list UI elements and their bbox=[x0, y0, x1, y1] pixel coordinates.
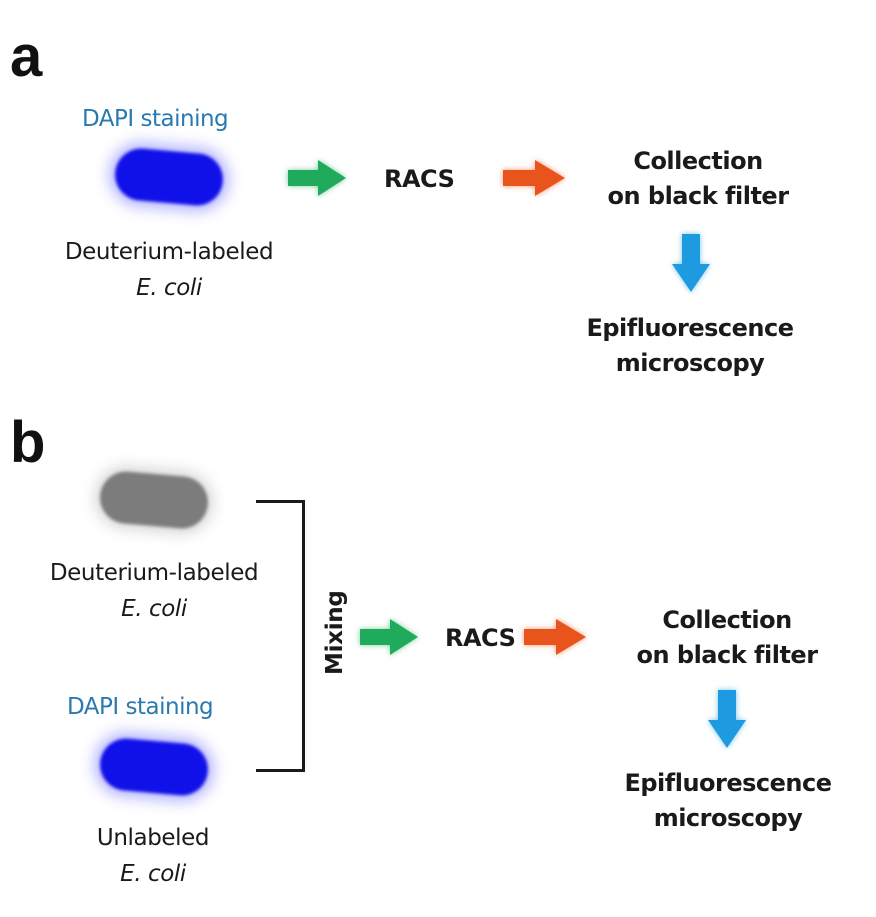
panel-a-blue-down-arrow-icon bbox=[672, 234, 710, 292]
panel-b-step-collection: Collection on black filter bbox=[627, 603, 827, 673]
panel-b-blue-down-arrow-icon bbox=[708, 690, 746, 748]
panel-a-step-racs: RACS bbox=[384, 165, 455, 193]
panel-a-cell-caption: Deuterium-labeled E. coli bbox=[40, 234, 298, 306]
panel-b-step-microscopy-line1: Epifluorescence bbox=[624, 769, 832, 797]
panel-b-mixing-bracket bbox=[256, 500, 305, 772]
panel-a-cell-caption-line2: E. coli bbox=[136, 275, 202, 301]
panel-b-green-arrow-icon bbox=[360, 619, 418, 655]
panel-b-dapi-stained-cell bbox=[97, 736, 211, 798]
panel-a-green-arrow-icon bbox=[288, 160, 346, 196]
panel-b-cell2-caption-line1: Unlabeled bbox=[96, 825, 210, 851]
panel-a-dapi-staining-label: DAPI staining bbox=[82, 106, 229, 132]
panel-b-step-microscopy-line2: microscopy bbox=[653, 804, 803, 832]
panel-b-label: b bbox=[10, 410, 46, 475]
panel-a-step-microscopy: Epifluorescence microscopy bbox=[570, 311, 810, 381]
panel-b-cell1-caption-line2: E. coli bbox=[121, 596, 187, 622]
panel-a-step-collection: Collection on black filter bbox=[598, 144, 798, 214]
panel-b-cell1-caption: Deuterium-labeled E. coli bbox=[24, 555, 284, 627]
panel-b-cell2-caption: Unlabeled E. coli bbox=[60, 820, 246, 892]
panel-b-deuterium-labeled-cell bbox=[97, 469, 211, 531]
panel-b-step-microscopy: Epifluorescence microscopy bbox=[608, 766, 848, 836]
panel-b-mixing-label: Mixing bbox=[322, 590, 348, 675]
panel-a-orange-arrow-icon bbox=[503, 160, 565, 196]
panel-b-orange-arrow-icon bbox=[524, 619, 586, 655]
panel-b-step-collection-line1: Collection bbox=[662, 606, 792, 634]
panel-b-cell1-caption-line1: Deuterium-labeled bbox=[49, 560, 259, 586]
panel-a-step-collection-line1: Collection bbox=[633, 147, 763, 175]
panel-b-step-racs: RACS bbox=[445, 624, 516, 652]
panel-a-cell-caption-line1: Deuterium-labeled bbox=[64, 239, 274, 265]
panel-a-step-microscopy-line2: microscopy bbox=[615, 349, 765, 377]
panel-a-step-collection-line2: on black filter bbox=[607, 182, 789, 210]
panel-b-step-collection-line2: on black filter bbox=[636, 641, 818, 669]
panel-a-step-microscopy-line1: Epifluorescence bbox=[586, 314, 794, 342]
panel-a-dapi-stained-cell bbox=[112, 146, 226, 208]
panel-a-label: a bbox=[10, 24, 43, 89]
panel-b-dapi-staining-label: DAPI staining bbox=[67, 694, 214, 720]
panel-b-cell2-caption-line2: E. coli bbox=[120, 861, 186, 887]
